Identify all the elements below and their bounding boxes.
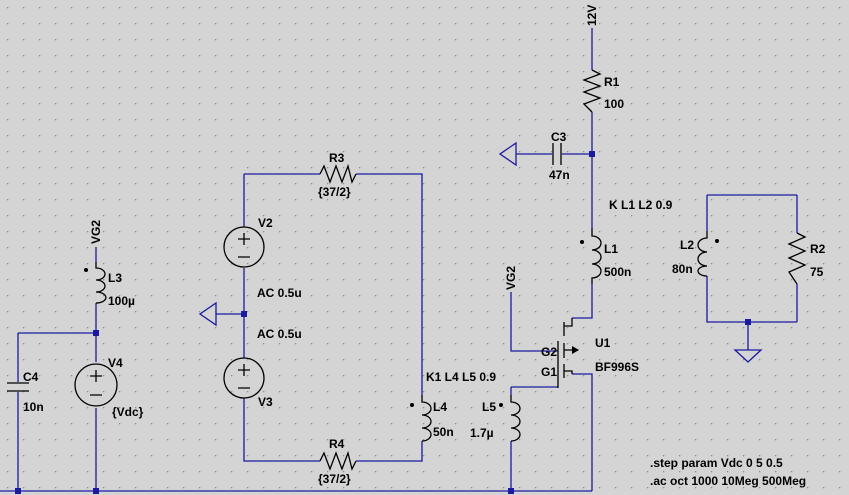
resistor-r4[interactable] [319,450,357,471]
inductor-l2[interactable] [697,231,719,277]
capacitor-c4[interactable] [7,382,29,392]
ground-symbol-l2r2 [733,349,763,363]
u1-name: U1 [595,336,611,350]
r2-value: 75 [810,265,824,279]
l4-value: 50n [433,425,454,439]
l2-name: L2 [680,238,694,252]
net-label-vg2-right: VG2 [504,266,518,290]
l2-value: 80n [672,262,693,276]
l1-name: L1 [604,242,618,256]
v2-value: AC 0.5u [257,286,302,300]
v4-name: V4 [108,356,123,370]
u1-gate2-label: G2 [541,345,557,359]
mosfet-u1[interactable] [557,318,579,388]
directive-coupling-1: K L1 L2 0.9 [609,198,673,212]
l4-name: L4 [433,400,447,414]
resistor-r2[interactable] [787,232,807,285]
r4-value: {37/2} [318,472,351,486]
l1-value: 500n [604,265,631,279]
v4-value: {Vdc} [112,405,144,419]
u1-value: BF996S [595,360,639,374]
resistor-r3[interactable] [319,163,357,184]
l3-value: 100µ [108,294,135,308]
inductor-l1[interactable] [580,228,602,284]
inductor-l5[interactable] [499,395,521,442]
inductor-l3[interactable] [84,262,107,304]
net-label-12v: 12V [585,5,599,26]
l5-value: 1.7µ [470,426,494,440]
ground-symbol-c3 [498,141,517,167]
directive-ac: .ac oct 1000 10Meg 500Meg [650,474,806,488]
r3-value: {37/2} [318,185,351,199]
r2-name: R2 [810,242,826,256]
capacitor-c3[interactable] [552,143,562,165]
r4-name: R4 [329,437,345,451]
net-label-vg2-left: VG2 [89,220,103,244]
l5-name: L5 [482,400,496,414]
r3-name: R3 [329,151,345,165]
u1-gate1-label: G1 [541,365,557,379]
directive-coupling-2: K1 L4 L5 0.9 [426,370,496,384]
inductor-l4[interactable] [410,395,432,442]
junction-dots [15,151,751,494]
c4-name: C4 [23,370,39,384]
voltage-source-v4[interactable] [74,363,118,407]
v3-name: V3 [258,395,273,409]
r1-value: 100 [604,97,624,111]
voltage-source-v3[interactable] [223,357,265,399]
v2-name: V2 [258,216,273,230]
ground-symbol-v2v3 [198,301,217,327]
directive-step: .step param Vdc 0 5 0.5 [650,456,783,470]
voltage-source-v2[interactable] [223,226,265,268]
r1-name: R1 [604,75,620,89]
c3-name: C3 [551,130,567,144]
l3-name: L3 [108,271,122,285]
resistor-r1[interactable] [582,69,602,113]
c4-value: 10n [23,400,44,414]
c3-value: 47n [549,168,570,182]
v3-value: AC 0.5u [257,327,302,341]
